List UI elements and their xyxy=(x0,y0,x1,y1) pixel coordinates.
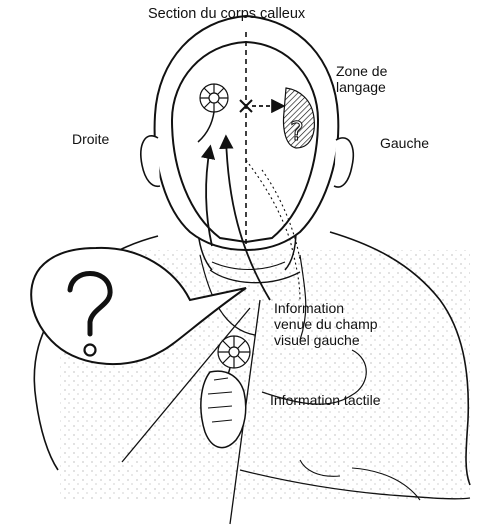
label-visual-line3: visuel gauche xyxy=(274,332,378,348)
label-language-zone-line1: Zone de xyxy=(336,63,387,79)
question-dot xyxy=(85,345,96,356)
label-tactile-info: Information tactile xyxy=(270,392,381,408)
label-visual-line1: Information xyxy=(274,300,378,316)
label-right: Droite xyxy=(72,131,109,147)
label-visual-field-info: Information venue du champ visuel gauche xyxy=(274,300,378,348)
label-visual-line2: venue du champ xyxy=(274,316,378,332)
label-left: Gauche xyxy=(380,135,429,151)
label-language-zone: Zone de langage xyxy=(336,63,387,95)
label-language-zone-line2: langage xyxy=(336,79,387,95)
left-hand xyxy=(201,371,246,447)
label-corpus-callosum-section: Section du corps calleux xyxy=(148,6,305,22)
svg-text:?: ? xyxy=(290,117,304,147)
